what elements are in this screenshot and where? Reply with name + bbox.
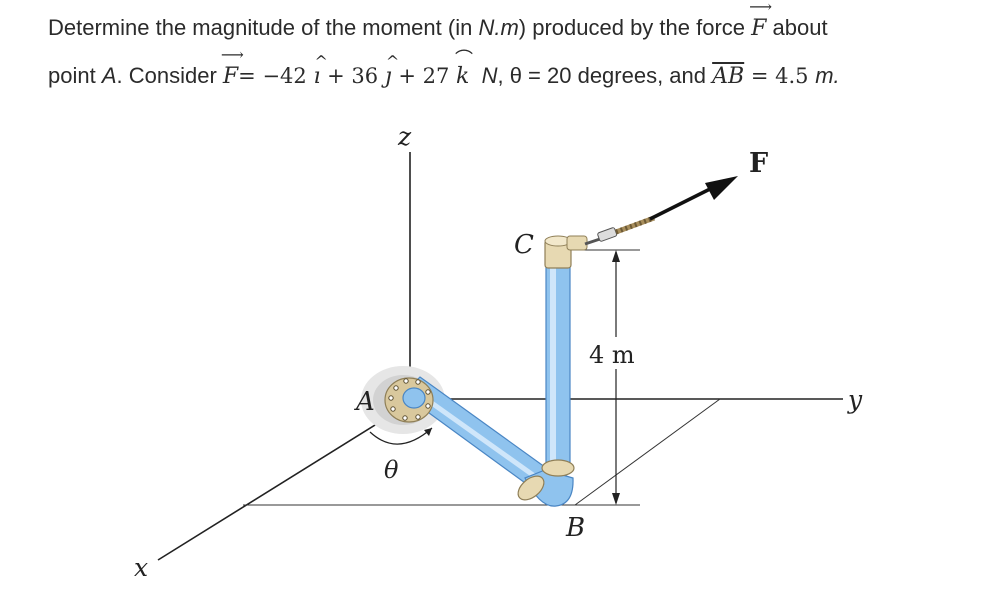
point-symbol: A	[101, 63, 117, 88]
force-vector-symbol-2: ⟶F	[220, 45, 244, 89]
flange-bolts	[388, 378, 431, 421]
dimension-arrow-top	[612, 250, 620, 262]
text-segment: point	[48, 63, 102, 88]
label-z: z	[397, 122, 412, 151]
problem-line-1: Determine the magnitude of the moment (i…	[48, 0, 988, 54]
pipe-segment-bc	[545, 261, 571, 471]
rope-twist	[615, 215, 655, 235]
force-arrowhead	[705, 176, 738, 200]
cable-sleeve	[597, 227, 618, 242]
pipe-highlight-vertical	[550, 264, 556, 468]
height-label: 4 m	[589, 341, 635, 369]
collar-elbow-vertical	[541, 459, 575, 477]
text-segment: . Consider	[116, 63, 223, 88]
text-segment: ) produced by the force	[518, 15, 752, 40]
dimension-arrow-bottom	[612, 493, 620, 505]
problem-statement: Determine the magnitude of the moment (i…	[48, 0, 988, 102]
cable-anchor	[566, 235, 588, 251]
text-segment: about	[766, 15, 828, 40]
j-unit-vector: ^ȷ	[384, 52, 400, 89]
force-vector-symbol: ⟶F	[749, 0, 773, 41]
projection-line-diagonal	[574, 398, 721, 506]
k-unit-vector: ⌒k	[455, 49, 473, 89]
ab-value: = 4.5	[744, 64, 816, 88]
label-a: A	[354, 387, 375, 417]
problem-line-2: point A. Consider ⟶F= −42 ^ı + 36 ^ȷ + 2…	[48, 45, 988, 102]
moment-unit: N.m	[478, 15, 519, 40]
pipe-opening	[402, 387, 426, 409]
label-theta: θ	[384, 456, 399, 484]
label-b: B	[565, 513, 585, 543]
theta-arrow	[424, 428, 432, 436]
length-unit: m.	[815, 63, 840, 88]
text-segment: Determine the magnitude of the moment (i…	[48, 15, 479, 40]
theta-arc	[369, 427, 433, 445]
x-axis	[157, 411, 397, 561]
equation-part: + 27	[391, 64, 456, 88]
collar-elbow-diagonal	[517, 475, 545, 501]
equation-part: = −42	[238, 64, 314, 88]
dimension-label-bg	[586, 337, 644, 369]
theta-clause: , θ = 20 degrees, and	[497, 63, 713, 88]
ab-segment-symbol: AB	[712, 64, 745, 89]
i-unit-vector: ^ı	[313, 52, 328, 89]
label-f: F	[749, 148, 768, 179]
equation-part: + 36	[320, 64, 385, 88]
label-y: y	[847, 385, 863, 414]
label-x: x	[134, 553, 148, 582]
force-vector-line	[649, 186, 713, 221]
label-c: C	[514, 230, 534, 260]
cable-link	[584, 237, 601, 246]
force-unit: N	[481, 63, 498, 88]
